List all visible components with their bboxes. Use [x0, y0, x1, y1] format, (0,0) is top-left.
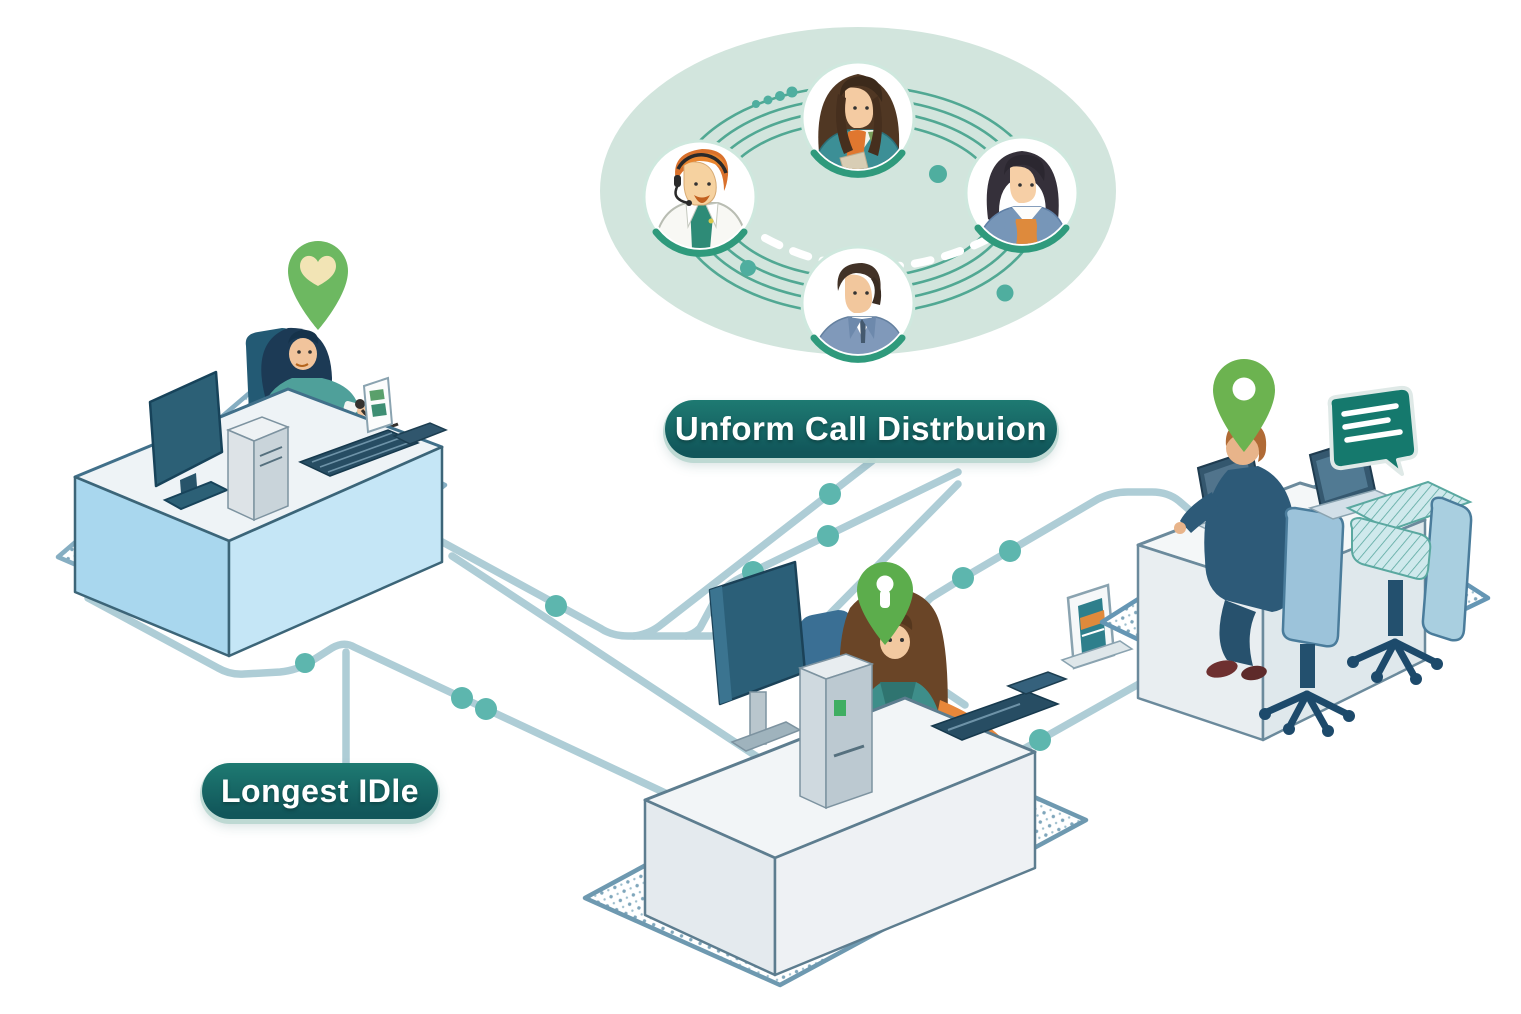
chair-empty [1345, 480, 1473, 685]
monitor-center [708, 560, 807, 752]
agent-pool [600, 27, 1116, 363]
monitor-left [148, 370, 230, 511]
keyboard-keys [311, 432, 409, 473]
location-pin-keyhole-icon [857, 562, 913, 645]
microphone [355, 399, 365, 409]
desk-scene-center [582, 560, 1134, 988]
desk-scene-right [1099, 422, 1491, 742]
avatar-agent-man-headset [642, 139, 758, 257]
pool-dots [740, 86, 1014, 302]
chair-occupied [1259, 506, 1355, 737]
avatar-agent-man-suit [800, 245, 916, 363]
location-pin-heart-icon [288, 241, 348, 330]
pc-tower-center [797, 653, 875, 810]
longest-idle-label: Longest IDle [202, 763, 438, 819]
number-pad [392, 422, 448, 445]
touchpad-tray [1005, 671, 1069, 695]
line-hub-a [630, 457, 876, 640]
desk-scene-left [55, 327, 448, 658]
agent-pool-background [600, 27, 1116, 355]
avatar-agent-woman-bob [964, 135, 1080, 253]
line-bottom-left [84, 594, 714, 818]
avatar-agent-woman-scarf [800, 60, 916, 178]
chat-bubble-icon [1327, 385, 1419, 476]
desk-card-stand [362, 376, 394, 434]
desk-left [73, 387, 444, 658]
uniform-call-distribution-label: Unform Call Distrbuion [665, 400, 1057, 458]
keyboard-center [930, 691, 1061, 741]
phone-stand-center [1060, 583, 1134, 670]
location-pin-circle-icon [1213, 359, 1275, 452]
pc-tower-left [225, 416, 291, 522]
keyboard-keys [947, 703, 1021, 731]
line-center-to-right-top [959, 488, 1219, 582]
